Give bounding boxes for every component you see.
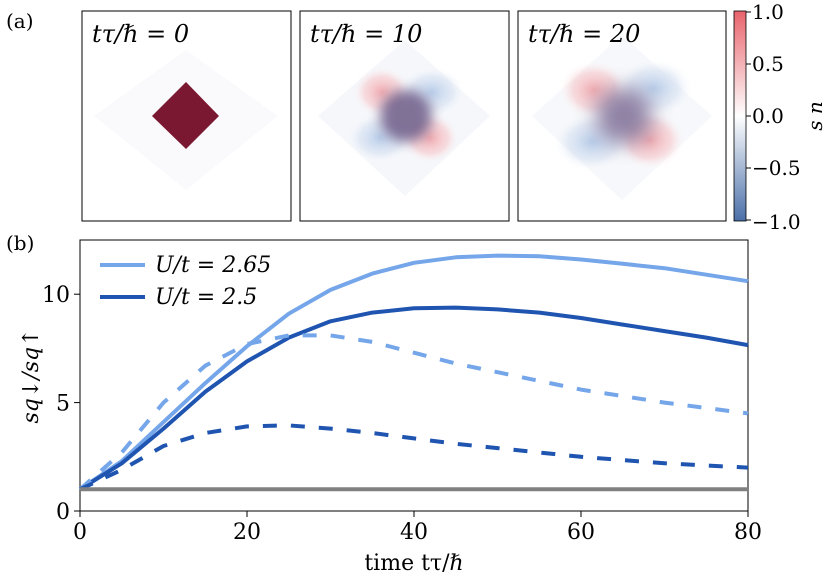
- ticks-layer: 0 20 40 60 80 0 5 10: [42, 283, 762, 545]
- snapshot-title-t10: tτ/ℏ = 10: [310, 20, 422, 48]
- colorbar-tick-label: −1.0: [752, 210, 801, 234]
- series-line-2: [78, 333, 749, 491]
- panel-a-label: (a): [6, 9, 34, 33]
- snapshot-title-t0: tτ/ℏ = 0: [92, 20, 189, 48]
- y-axis-label: sq↓/sq↑: [19, 328, 44, 423]
- panel-b-label: (b): [6, 231, 34, 255]
- legend-label: U/t = 2.5: [155, 285, 257, 310]
- colorbar: 1.0 0.5 0.0 −0.5 −1.0 s n: [733, 0, 827, 234]
- series-line-1: [78, 305, 749, 491]
- series-layer: [78, 253, 749, 492]
- snapshot-panel-t0: tτ/ℏ = 0: [81, 10, 292, 222]
- colorbar-tick-label: 1.0: [752, 0, 784, 24]
- snapshot-title-t20: tτ/ℏ = 20: [528, 20, 640, 48]
- x-tick-label: 40: [400, 520, 428, 545]
- x-axis-label: time tτ/ℏ: [364, 551, 463, 576]
- snapshot-center-t0: [152, 82, 219, 149]
- legend: U/t = 2.65 U/t = 2.5: [100, 253, 271, 310]
- x-tick-label: 20: [233, 520, 261, 545]
- snapshot-center-t20: [596, 88, 652, 144]
- colorbar-label: s n: [803, 101, 827, 131]
- series-line-0: [78, 253, 749, 491]
- colorbar-tick-label: 0.5: [752, 52, 784, 76]
- legend-label: U/t = 2.65: [155, 253, 271, 278]
- plot-frame: [79, 239, 749, 512]
- snapshot-panel-t10: tτ/ℏ = 10: [299, 10, 510, 222]
- y-tick-label: 0: [56, 500, 70, 525]
- y-tick-label: 5: [56, 392, 70, 417]
- colorbar-tick-label: 0.0: [752, 104, 784, 128]
- x-tick-label: 60: [567, 520, 595, 545]
- series-line-3: [79, 423, 749, 492]
- x-tick-label: 0: [73, 520, 87, 545]
- line-chart: 0 20 40 60 80 0 5 10 U/t = 2.65 U/t = 2.5 time …: [19, 239, 762, 576]
- colorbar-ticks: [746, 11, 751, 221]
- snapshot-center-t10: [380, 90, 432, 142]
- snapshot-panel-t20: tτ/ℏ = 20: [517, 10, 727, 222]
- colorbar-tick-label: −0.5: [752, 156, 801, 180]
- y-tick-label: 10: [42, 283, 70, 308]
- x-tick-label: 80: [734, 520, 762, 545]
